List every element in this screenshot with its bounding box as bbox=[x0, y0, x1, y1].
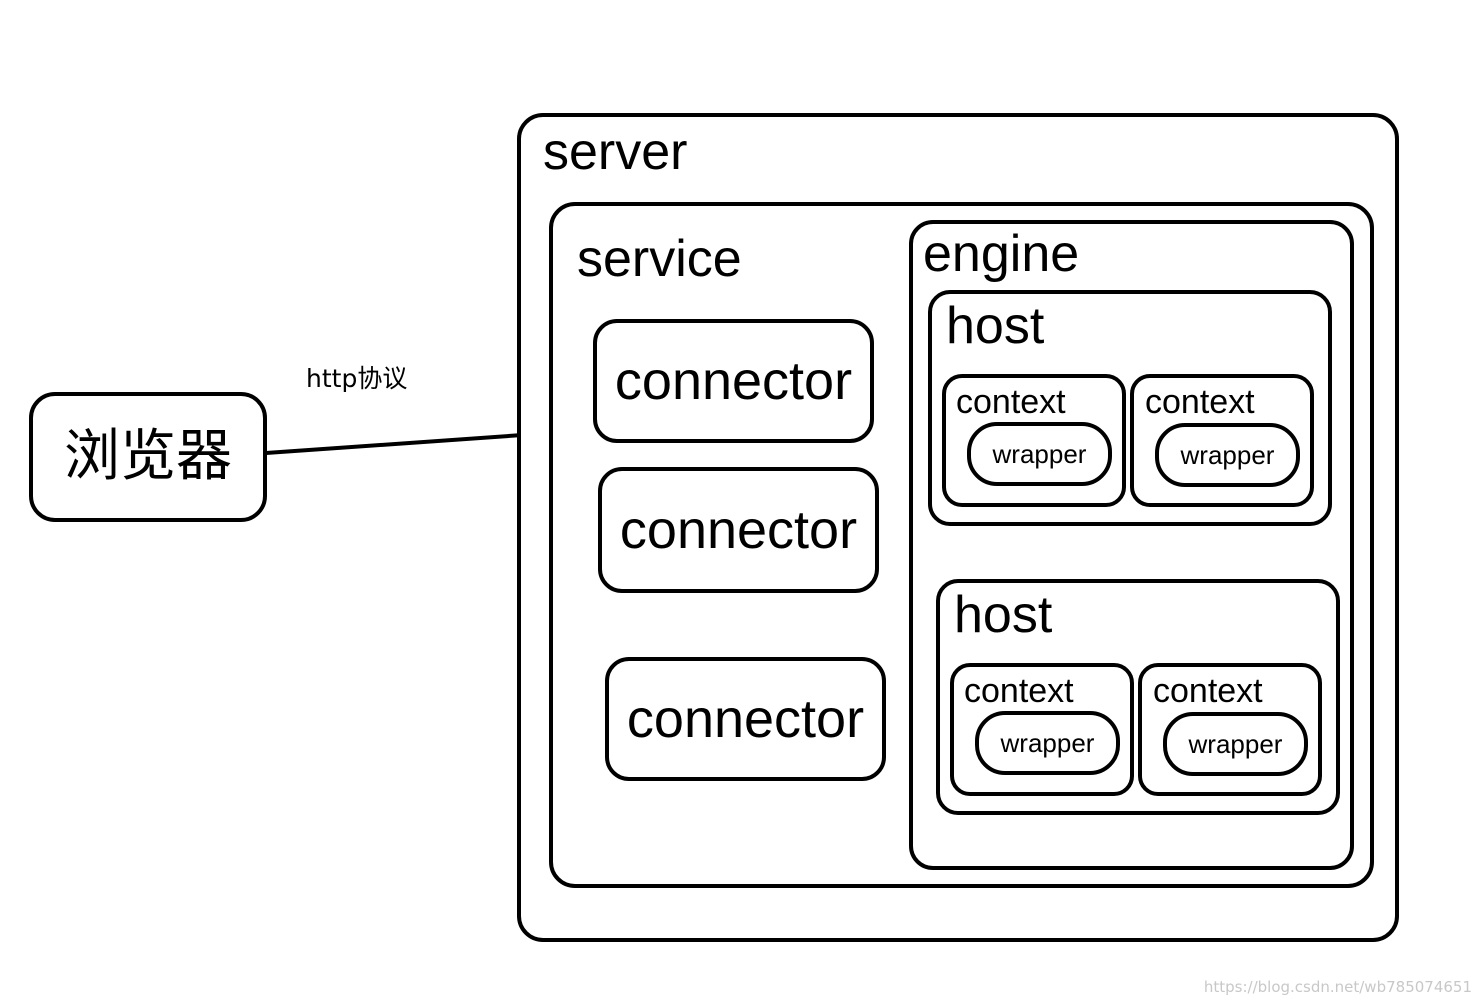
service-label: service bbox=[577, 230, 742, 288]
protocol-label: http协议 bbox=[306, 364, 408, 393]
connector-label: connector bbox=[619, 500, 858, 560]
context-label: context bbox=[1145, 383, 1255, 421]
watermark-text: https://blog.csdn.net/wb785074651 bbox=[1203, 978, 1472, 996]
wrapper-box: wrapper bbox=[1163, 712, 1308, 776]
wrapper-label: wrapper bbox=[1180, 440, 1275, 470]
browser-box: 浏览器 bbox=[29, 392, 267, 522]
connector-label: connector bbox=[626, 689, 865, 749]
connector-box: connector bbox=[593, 319, 874, 443]
context-label: context bbox=[1153, 672, 1263, 710]
connector-box: connector bbox=[605, 657, 886, 781]
connector-box: connector bbox=[598, 467, 879, 593]
wrapper-label: wrapper bbox=[1000, 728, 1095, 758]
wrapper-label: wrapper bbox=[1188, 729, 1283, 759]
context-label: context bbox=[964, 672, 1074, 710]
wrapper-box: wrapper bbox=[1155, 423, 1300, 487]
browser-label: 浏览器 bbox=[64, 424, 232, 489]
server-label: server bbox=[543, 123, 688, 181]
engine-label: engine bbox=[923, 225, 1080, 283]
wrapper-label: wrapper bbox=[992, 439, 1087, 469]
host-label: host bbox=[954, 586, 1053, 644]
context-label: context bbox=[956, 383, 1066, 421]
wrapper-box: wrapper bbox=[975, 711, 1120, 775]
wrapper-box: wrapper bbox=[967, 422, 1112, 486]
host-label: host bbox=[946, 297, 1045, 355]
connector-label: connector bbox=[614, 351, 853, 411]
